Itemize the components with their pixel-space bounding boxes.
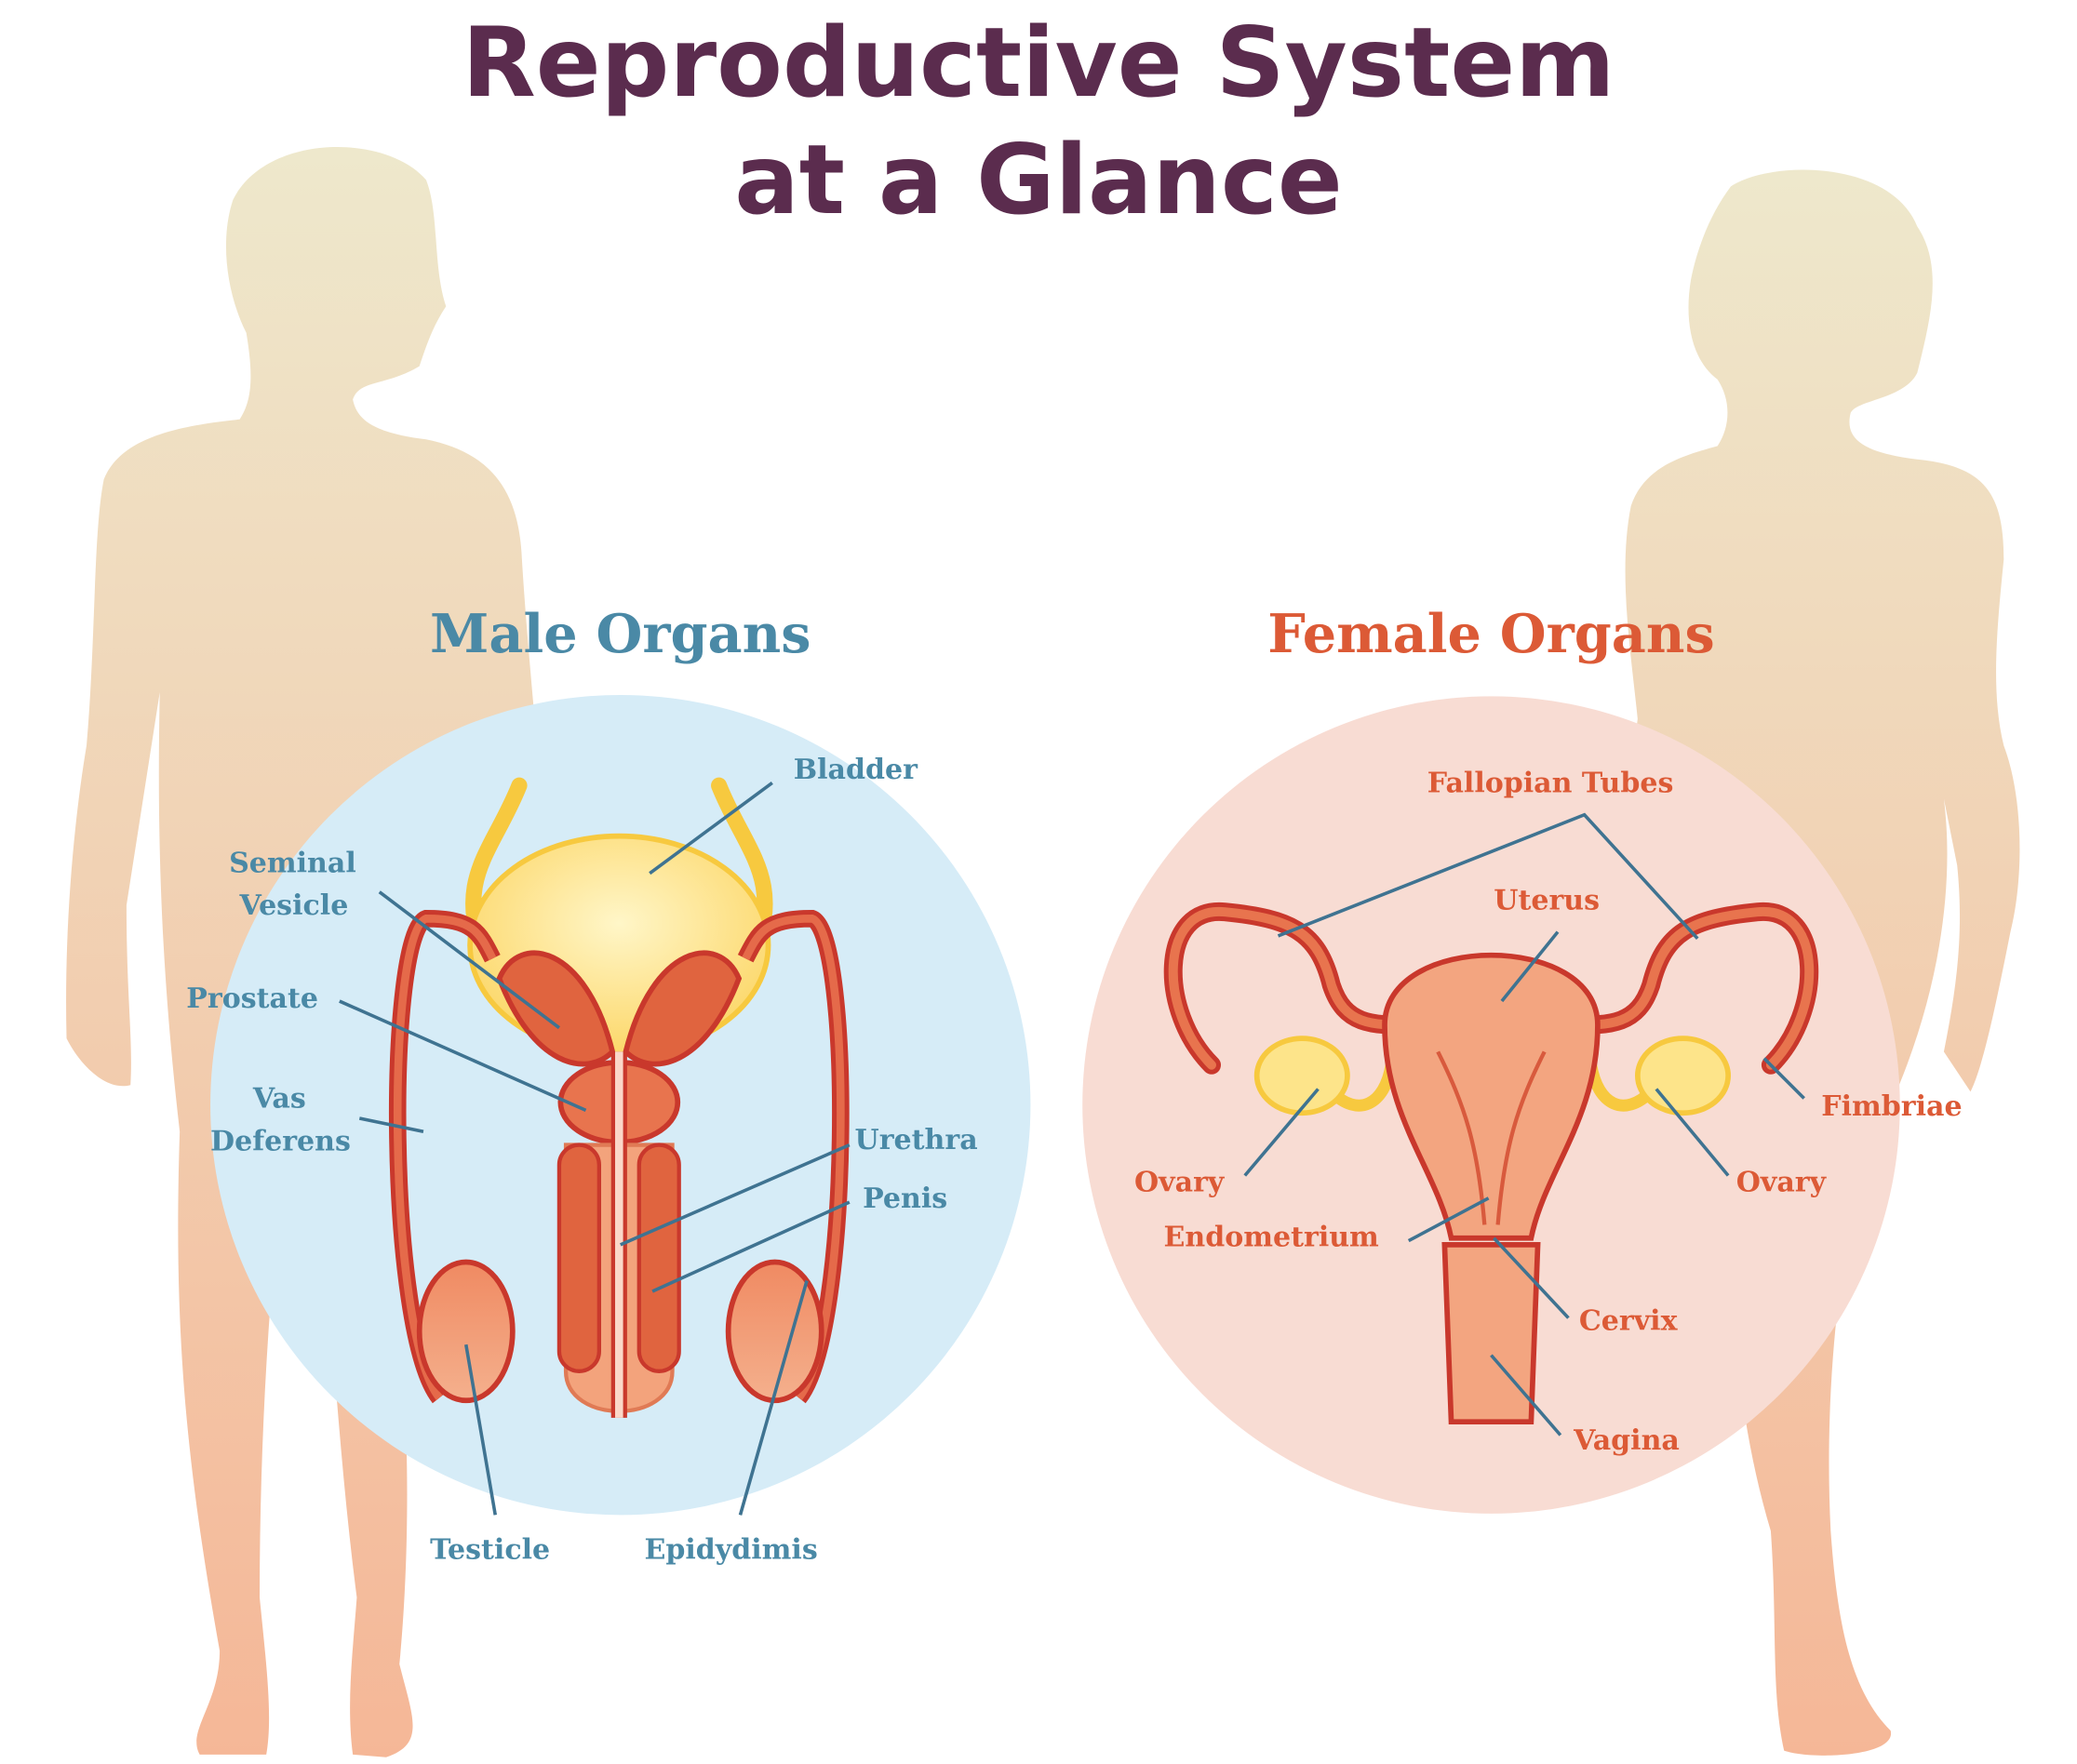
title-line2: at a Glance bbox=[734, 125, 1343, 236]
label-penis: Penis bbox=[863, 1183, 947, 1215]
female-organs bbox=[1163, 902, 1819, 1425]
label-fimbriae: Fimbriae bbox=[1821, 1090, 1962, 1123]
label-uterus: Uterus bbox=[1494, 884, 1600, 916]
label-seminal-vesicle-2: Vesicle bbox=[239, 889, 349, 922]
title-line1: Reproductive System bbox=[462, 7, 1615, 119]
label-fallopian-tubes: Fallopian Tubes bbox=[1427, 767, 1674, 799]
label-epididymis: Epidydimis bbox=[644, 1534, 817, 1567]
male-heading: Male Organs bbox=[430, 603, 811, 665]
female-heading: Female Organs bbox=[1267, 603, 1714, 665]
label-prostate: Prostate bbox=[186, 982, 318, 1015]
label-urethra: Urethra bbox=[855, 1124, 978, 1156]
label-ovary-left: Ovary bbox=[1134, 1167, 1226, 1199]
label-testicle: Testicle bbox=[430, 1534, 550, 1567]
label-bladder: Bladder bbox=[794, 754, 918, 786]
male-organs bbox=[388, 777, 850, 1418]
label-seminal-vesicle-1: Seminal bbox=[229, 847, 356, 879]
male-leader-lines bbox=[339, 781, 851, 1516]
label-cervix: Cervix bbox=[1579, 1304, 1679, 1337]
label-vagina: Vagina bbox=[1573, 1424, 1680, 1457]
female-leader-lines bbox=[1243, 812, 1805, 1437]
label-vas-deferens-1: Vas bbox=[252, 1083, 306, 1116]
label-ovary-right: Ovary bbox=[1736, 1167, 1828, 1199]
label-vas-deferens-2: Deferens bbox=[210, 1125, 351, 1157]
label-endometrium: Endometrium bbox=[1163, 1221, 1379, 1253]
